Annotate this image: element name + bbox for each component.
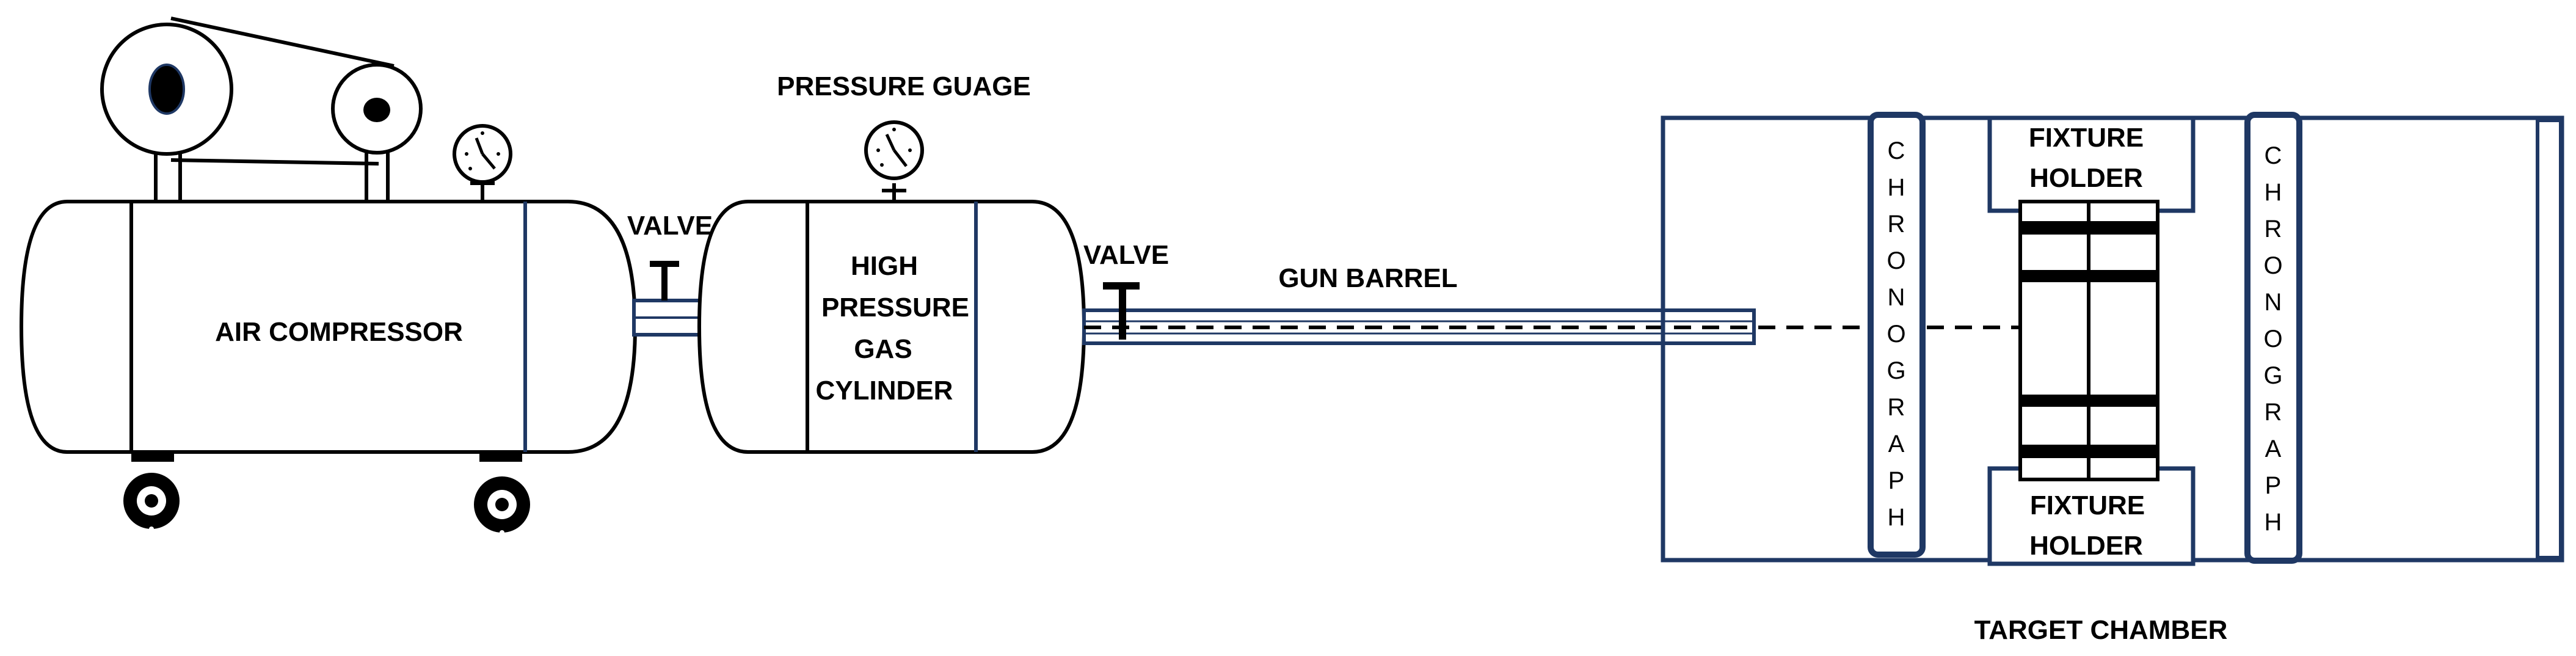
chronograph-letter: H — [1888, 174, 1905, 201]
fixture-holder-bottom-label-line2: HOLDER — [2029, 531, 2143, 561]
gas-cylinder-label-line3: GAS — [854, 334, 912, 364]
target-chamber-end-plate — [2536, 118, 2563, 559]
chronograph-letter: R — [1888, 394, 1905, 421]
target-chamber-label: TARGET CHAMBER — [1974, 615, 2228, 645]
chronograph-letter: N — [2265, 289, 2282, 316]
chronograph-letter: C — [1888, 137, 1905, 164]
compressor-motor — [100, 16, 423, 202]
chronograph-letter: C — [2265, 142, 2282, 169]
chronograph-letter: O — [2263, 326, 2282, 352]
large-pulley-hub — [148, 64, 185, 115]
gun-barrel-label: GUN BARREL — [1278, 263, 1457, 293]
chronograph-letter: N — [1888, 284, 1905, 311]
gas-cylinder-label-line2: PRESSURE — [821, 293, 969, 323]
cylinder-pressure-gauge-icon — [864, 120, 924, 202]
valve-1-label: VALVE — [627, 211, 713, 241]
small-pulley-hub — [363, 98, 390, 122]
chronograph-letter: H — [1888, 504, 1905, 531]
chronograph-letter: G — [2263, 362, 2282, 389]
chronograph-letter: G — [1887, 357, 1905, 384]
fixture-holder-top: FIXTURE HOLDER — [1987, 115, 2196, 213]
valve-2-icon — [1103, 282, 1140, 340]
compressor-wheel-right — [474, 452, 530, 535]
fixture-holder-top-label-line1: FIXTURE — [2029, 123, 2144, 153]
chronograph-letter: P — [1888, 467, 1905, 494]
chronograph-letter: P — [2265, 472, 2282, 499]
chronograph-letter: H — [2265, 509, 2282, 536]
gas-cylinder-label-line4: CYLINDER — [816, 376, 953, 406]
chronograph-letter: O — [2263, 252, 2282, 279]
fixture-holder-top-label-line2: HOLDER — [2029, 163, 2143, 193]
air-compressor-label: AIR COMPRESSOR — [215, 317, 463, 347]
compressor-wheel-left — [123, 452, 180, 531]
valve-1-icon — [650, 261, 679, 301]
chronograph-letter: R — [2265, 216, 2282, 242]
gas-cylinder-label-line1: HIGH — [851, 251, 918, 281]
gas-cylinder: HIGH PRESSURE GAS CYLINDER — [697, 200, 1086, 454]
chronograph-letter: O — [1887, 321, 1905, 348]
chronograph-letter: O — [1887, 247, 1905, 274]
air-compressor: AIR COMPRESSOR — [19, 16, 638, 535]
valve-2-label: VALVE — [1083, 240, 1169, 270]
compressor-pressure-gauge-icon — [453, 124, 512, 202]
chronograph-letter: A — [1888, 431, 1905, 457]
chronograph-letter: A — [2265, 436, 2282, 462]
compressor-tank — [19, 200, 638, 454]
connector-pipe-1 — [632, 299, 702, 337]
drive-belt-bottom — [170, 158, 379, 166]
chronograph-letter: R — [1888, 211, 1905, 238]
pressure-gauge-label: PRESSURE GUAGE — [777, 71, 1031, 101]
gun-barrel — [1082, 308, 1756, 345]
chronograph-letter: H — [2265, 179, 2282, 206]
chronograph-letter: R — [2265, 399, 2282, 426]
drive-belt-top — [170, 16, 395, 68]
fixture-holder-bottom-label-line1: FIXTURE — [2030, 490, 2145, 520]
gas-cylinder-body — [697, 200, 1086, 454]
fixture-holder-bottom: FIXTURE HOLDER — [1987, 466, 2196, 566]
target-specimen — [2018, 200, 2159, 481]
